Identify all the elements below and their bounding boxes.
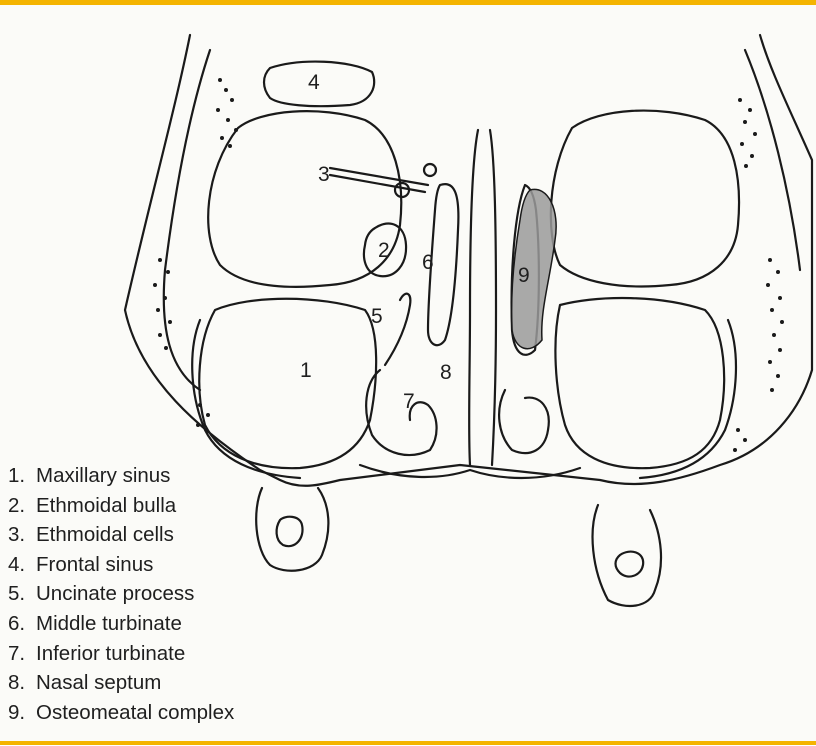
left-maxillary-sinus [199, 299, 376, 468]
left-tooth [256, 488, 328, 571]
legend-item: 7.Inferior turbinate [8, 639, 234, 669]
right-tooth-inner [616, 552, 644, 577]
right-tooth [593, 505, 661, 606]
region-label-1: 1 [300, 359, 312, 382]
legend-item: 1.Maxillary sinus [8, 461, 234, 491]
region-label-5: 5 [371, 305, 383, 328]
region-label-3: 3 [318, 163, 330, 186]
legend-item: 4.Frontal sinus [8, 550, 234, 580]
left-tooth-inner [277, 517, 303, 546]
region-label-9: 9 [518, 264, 530, 287]
uncinate-process [385, 294, 410, 365]
right-inferior-turbinate [499, 390, 549, 453]
right-orbit [551, 111, 739, 287]
region-label-4: 4 [308, 71, 320, 94]
region-label-7: 7 [403, 390, 415, 413]
region-label-2: 2 [378, 239, 390, 262]
legend-item: 3.Ethmoidal cells [8, 520, 234, 550]
right-orbital-wall [745, 50, 800, 270]
legend-item: 9.Osteomeatal complex [8, 698, 234, 728]
region-label-8: 8 [440, 361, 452, 384]
nasal-septum [469, 130, 496, 465]
legend-item: 8.Nasal septum [8, 668, 234, 698]
legend-item: 2.Ethmoidal bulla [8, 491, 234, 521]
legend: 1.Maxillary sinus 2.Ethmoidal bulla 3.Et… [8, 461, 234, 727]
right-maxillary-sinus [555, 298, 724, 468]
left-orbit [208, 111, 401, 287]
left-inferior-turbinate [366, 370, 436, 455]
legend-item: 5.Uncinate process [8, 579, 234, 609]
legend-item: 6.Middle turbinate [8, 609, 234, 639]
region-label-6: 6 [422, 251, 434, 274]
